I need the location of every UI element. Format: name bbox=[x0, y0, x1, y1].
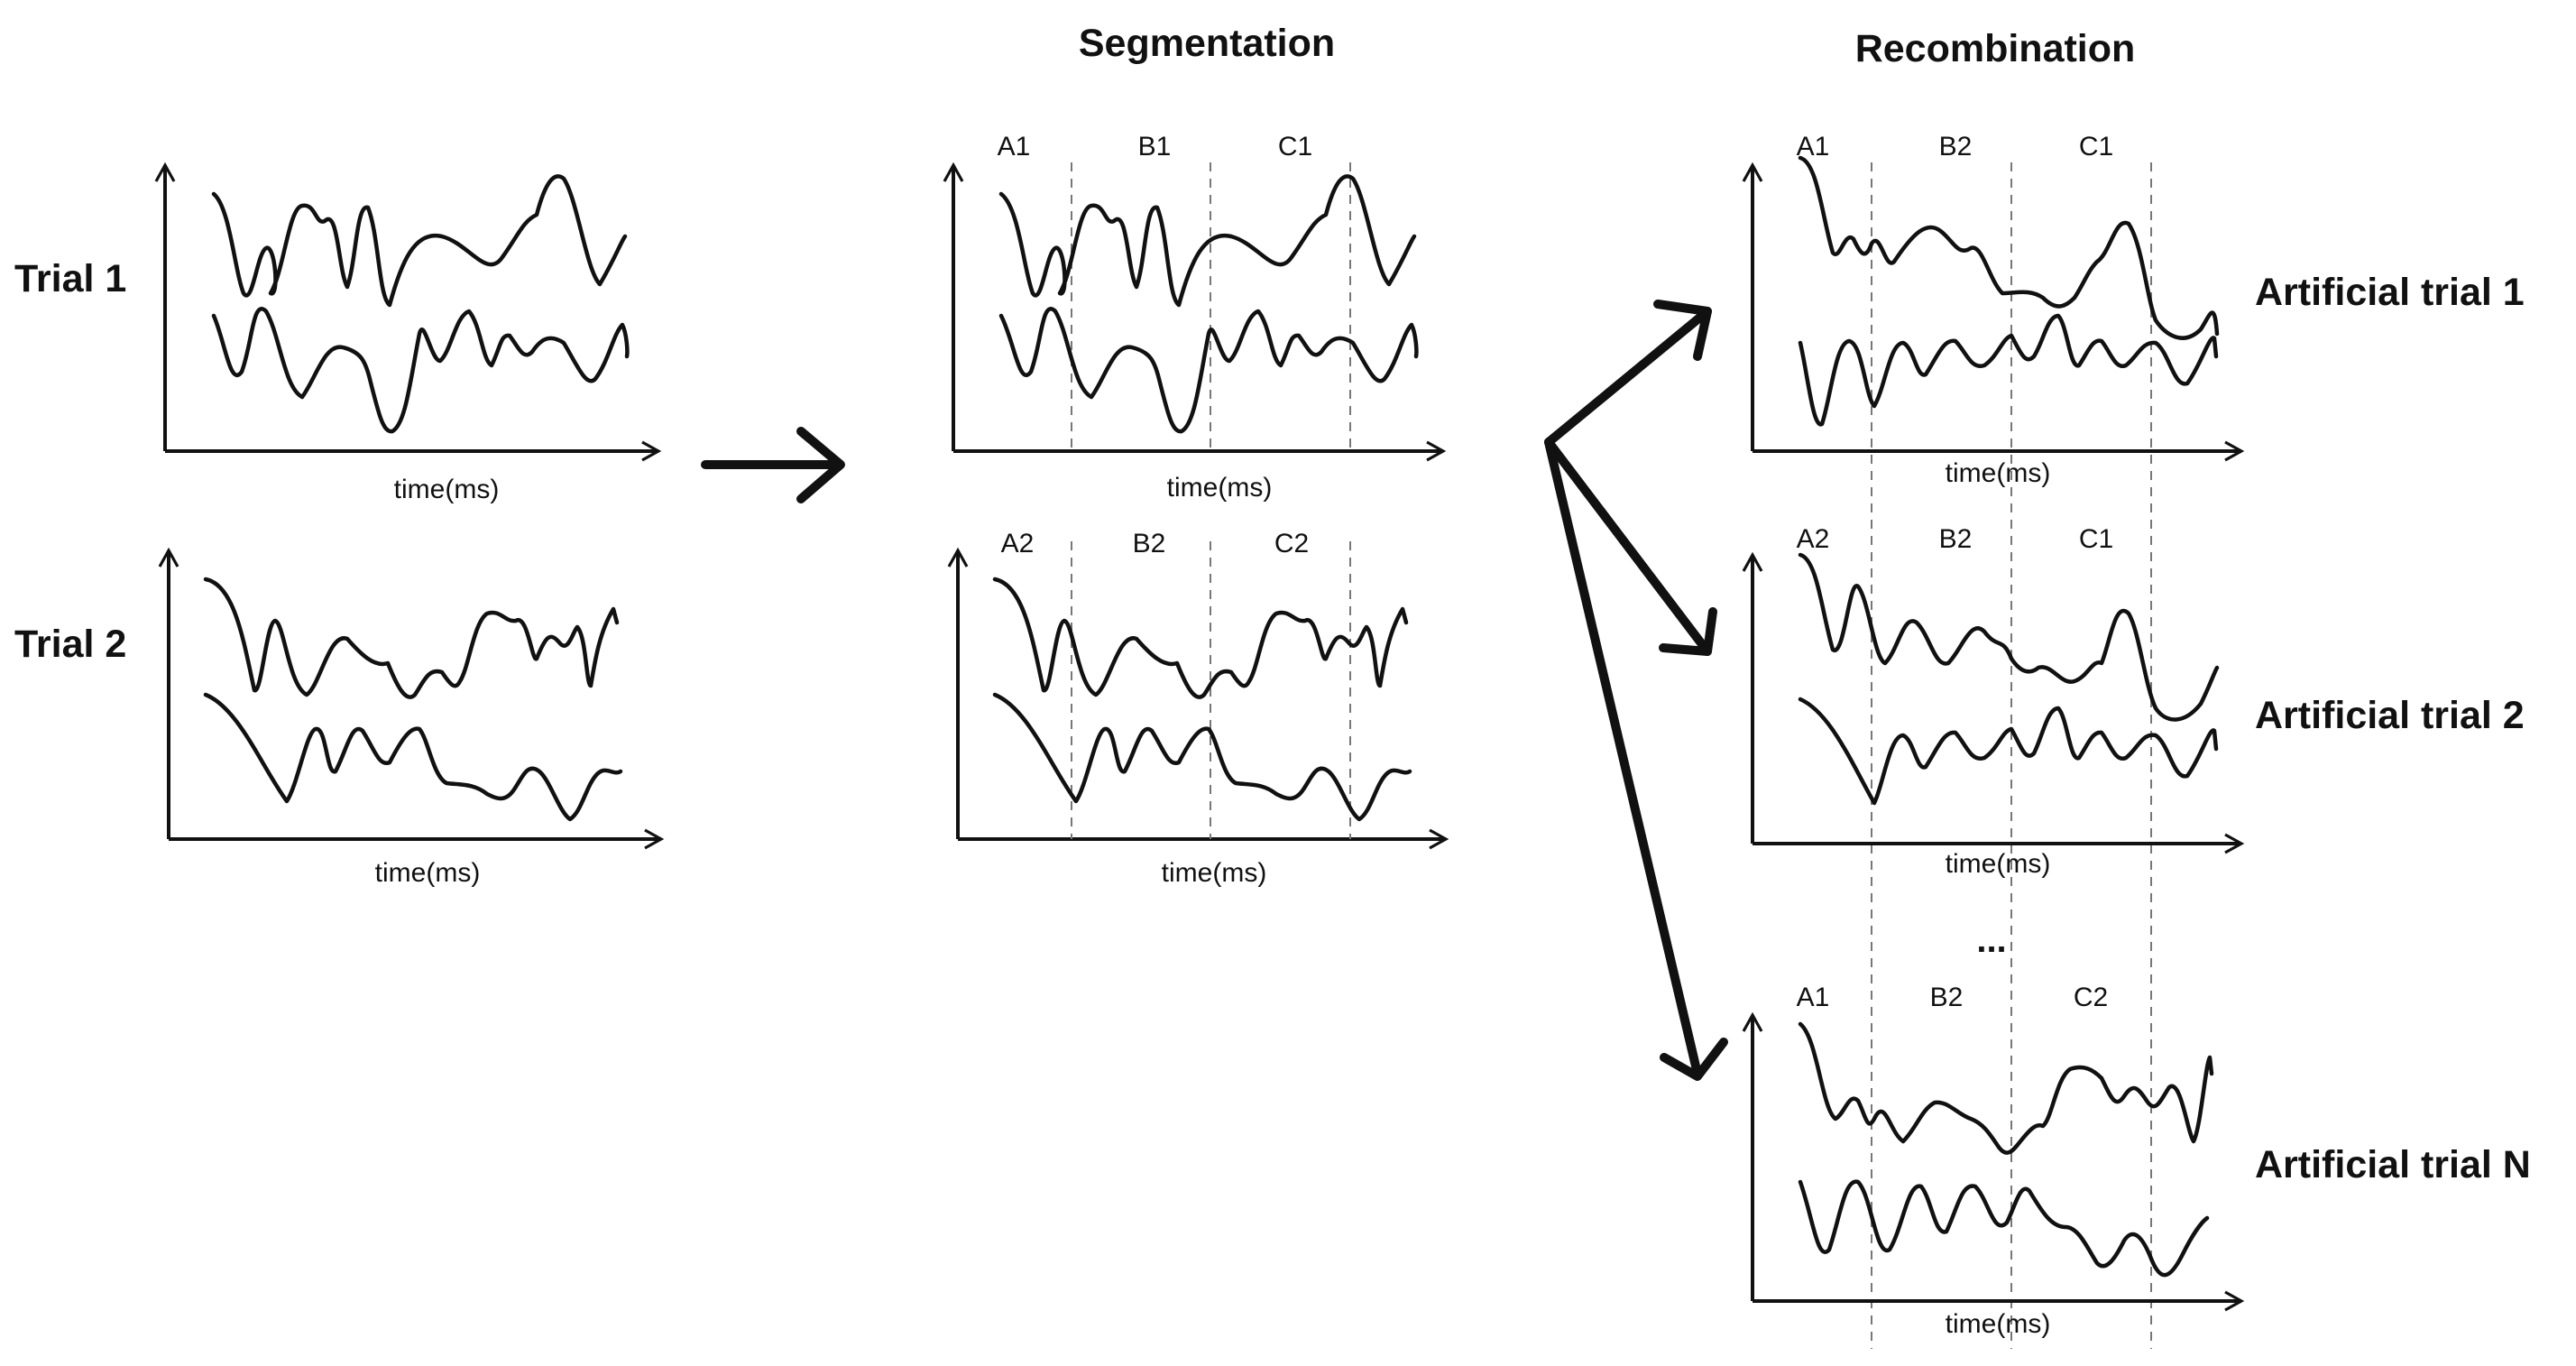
artificial-trial-1-x-axis-label: time(ms) bbox=[1946, 458, 2051, 488]
artificial-1-segment-c: C1 bbox=[2079, 132, 2113, 162]
segmented-trial-1-upper-wave bbox=[998, 174, 1417, 308]
flow-arrow-to-segmentation bbox=[701, 427, 845, 503]
artificial-trial-2-plot bbox=[1742, 551, 2245, 854]
segmented-trial-1-lower-wave bbox=[998, 307, 1419, 434]
artificial-1-segment-a: A1 bbox=[1797, 132, 1830, 162]
artificial-n-segment-b: B2 bbox=[1930, 983, 1964, 1012]
artificial-trial-1-lower-wave bbox=[1798, 313, 2219, 427]
recombination-boundaries bbox=[1871, 162, 2152, 1349]
recombination-header: Recombination bbox=[1855, 27, 2136, 70]
artificial-2-segment-b: B2 bbox=[1939, 524, 1973, 554]
trial-1-lower-wave bbox=[211, 307, 630, 434]
trial-2-label: Trial 2 bbox=[14, 623, 126, 666]
artificial-1-segment-b: B2 bbox=[1939, 132, 1973, 162]
artificial-trial-2-x-axis-label: time(ms) bbox=[1946, 849, 2051, 879]
trial-2-upper-wave bbox=[203, 577, 620, 699]
trial-2-x-axis-label: time(ms) bbox=[375, 858, 481, 888]
segmented-trial-2-x-axis-label: time(ms) bbox=[1162, 858, 1267, 888]
artificial-trial-2-lower-wave bbox=[1798, 697, 2219, 806]
segmented-trial-1-plot bbox=[943, 162, 1447, 462]
ellipsis: ... bbox=[1976, 920, 2006, 960]
trial-1-upper-wave bbox=[211, 174, 628, 308]
artificial-trial-2-label: Artificial trial 2 bbox=[2255, 694, 2525, 737]
artificial-n-segment-a: A1 bbox=[1797, 983, 1830, 1012]
artificial-trial-n-lower-wave bbox=[1798, 1179, 2210, 1278]
segmented-trial-2-upper-wave bbox=[992, 577, 1409, 699]
segment-label-c1: C1 bbox=[1278, 132, 1312, 162]
artificial-trial-1-label: Artificial trial 1 bbox=[2255, 271, 2525, 314]
trial-1-x-axis-label: time(ms) bbox=[394, 475, 500, 504]
trial-1-label: Trial 1 bbox=[14, 257, 126, 300]
artificial-trial-n-x-axis-label: time(ms) bbox=[1946, 1309, 2051, 1339]
artificial-trial-2-upper-wave bbox=[1798, 552, 2220, 722]
artificial-2-segment-c: C1 bbox=[2079, 524, 2113, 554]
artificial-n-segment-c: C2 bbox=[2074, 983, 2108, 1012]
segment-label-a1: A1 bbox=[998, 132, 1031, 162]
segmented-trial-1-x-axis-label: time(ms) bbox=[1167, 473, 1273, 503]
segment-label-b1: B1 bbox=[1138, 132, 1172, 162]
artificial-trial-n-label: Artificial trial N bbox=[2255, 1143, 2531, 1186]
segmented-trial-2-lower-wave bbox=[992, 692, 1412, 822]
artificial-trial-1-plot bbox=[1742, 155, 2245, 462]
artificial-trial-n-plot bbox=[1742, 1011, 2245, 1312]
segment-label-b2: B2 bbox=[1133, 529, 1166, 558]
segment-label-a2: A2 bbox=[1001, 529, 1035, 558]
trial-2-lower-wave bbox=[203, 692, 623, 822]
artificial-trial-n-upper-wave bbox=[1798, 1021, 2214, 1155]
flow-arrows-to-recombination bbox=[1544, 300, 1728, 1081]
trial-1-plot bbox=[154, 162, 662, 462]
artificial-2-segment-a: A2 bbox=[1797, 524, 1830, 554]
trial-2-plot bbox=[158, 547, 665, 850]
segmented-trial-2-plot bbox=[947, 541, 1449, 850]
segment-label-c2: C2 bbox=[1274, 529, 1309, 558]
artificial-trial-1-upper-wave bbox=[1798, 155, 2220, 340]
segmentation-header: Segmentation bbox=[1079, 22, 1335, 65]
